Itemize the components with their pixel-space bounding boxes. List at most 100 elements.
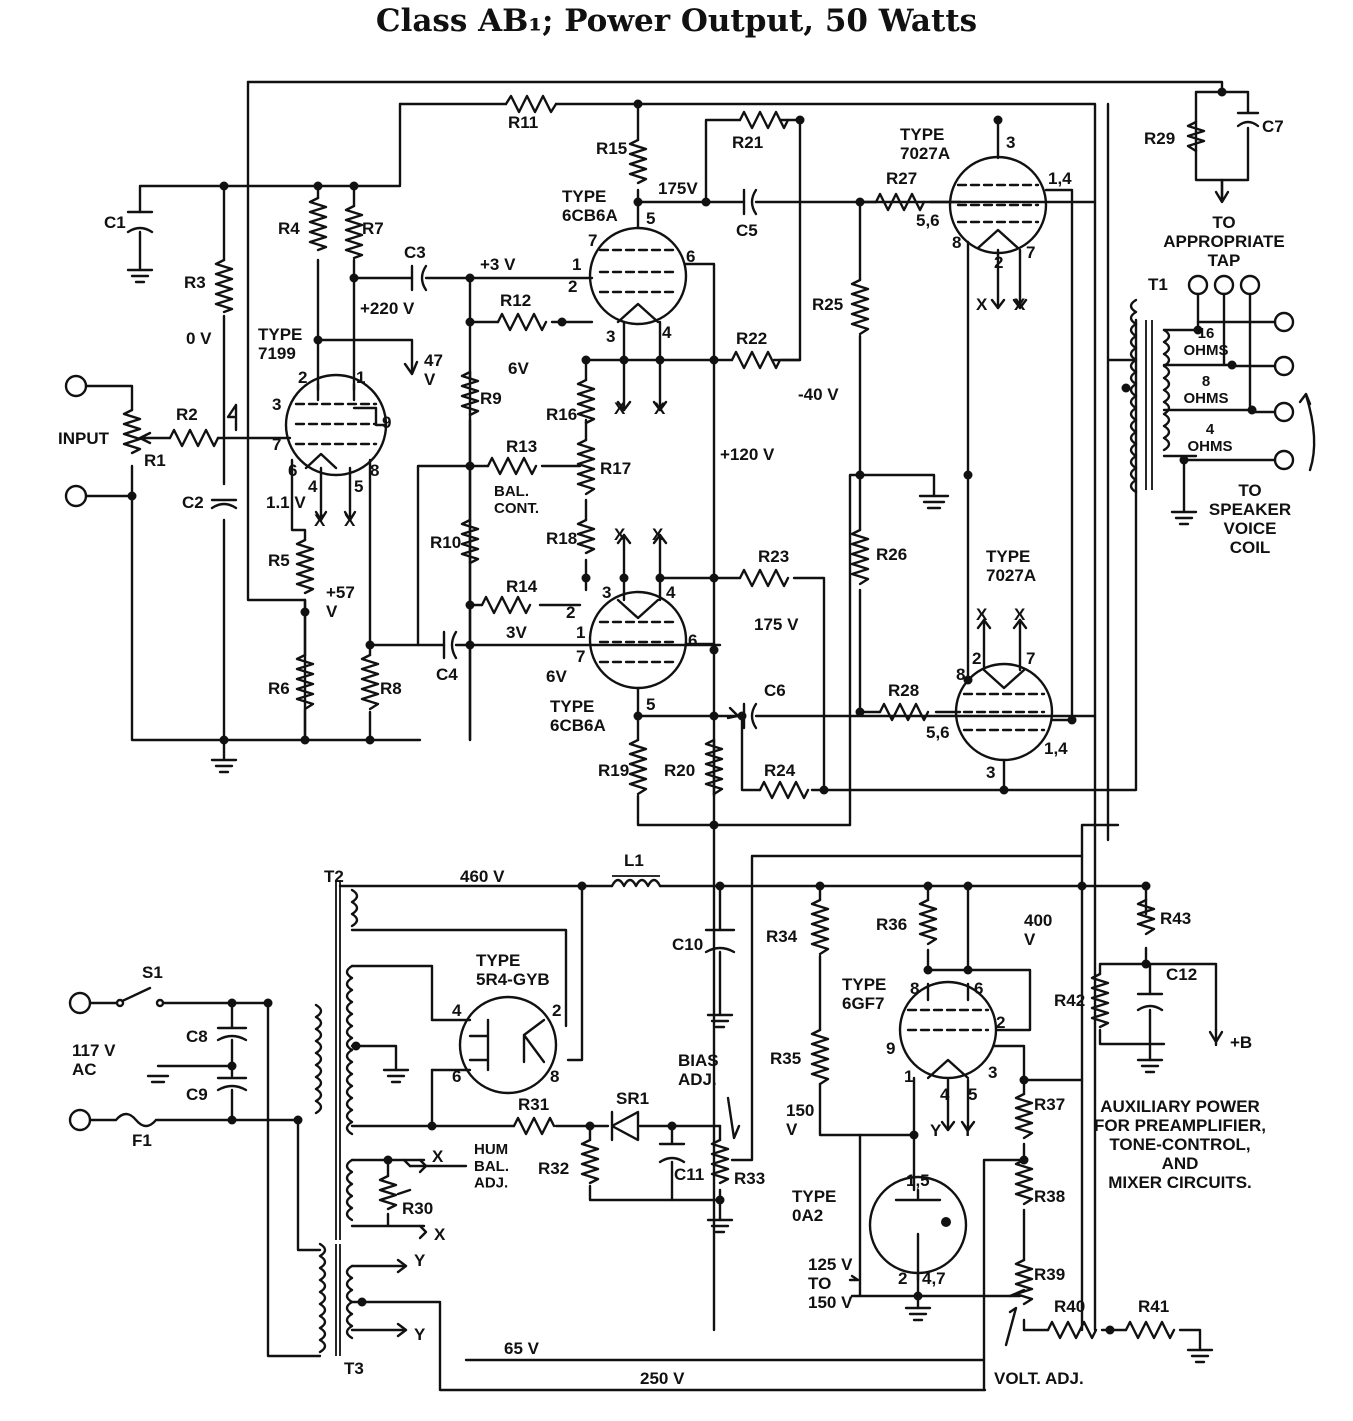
label-S1: S1 [142,963,163,982]
svg-text:2: 2 [298,368,307,387]
svg-text:7: 7 [576,647,585,666]
svg-text:X: X [314,511,326,530]
resistor-R32 [580,1138,600,1185]
label-R10: R10 [430,533,461,552]
label-R16: R16 [546,405,577,424]
resistor-R38 [1014,1158,1034,1206]
resistor-R25 [850,278,870,336]
voltage-3-bot: 3V [506,623,527,642]
svg-text:2: 2 [994,253,1003,272]
tap-terminal-3[interactable] [1239,274,1261,296]
svg-text:X: X [976,605,988,624]
svg-text:7: 7 [272,435,281,454]
voltage-0: 0 V [186,329,212,348]
speaker-terminal-16[interactable] [1273,311,1295,333]
resistor-R11 [504,94,558,114]
label-R40: R40 [1054,1297,1085,1316]
label-C6: C6 [764,681,786,700]
label-bal-cont: BAL.CONT. [494,483,539,517]
resistor-R4 [308,196,328,252]
transformer-T1 [1129,298,1138,494]
resistor-R39 [1014,1258,1034,1306]
svg-text:X: X [434,1225,446,1244]
label-R20: R20 [664,761,695,780]
label-C1: C1 [104,213,126,232]
svg-text:7: 7 [1026,243,1035,262]
label-R34: R34 [766,927,798,946]
svg-text:5,6: 5,6 [916,211,940,230]
label-R5: R5 [268,551,290,570]
label-R19: R19 [598,761,629,780]
label-R6: R6 [268,679,290,698]
speaker-terminal-4[interactable] [1273,401,1295,423]
voltage-250: 250 V [640,1369,685,1388]
label-R3: R3 [184,273,206,292]
resistor-R13 [486,456,538,476]
component-labels: C1 R3 R4 R7 C3 R2 R1 C2 R5 R6 R8 C4 R11 … [104,113,1284,1378]
tube-6CB6A-top [588,226,688,326]
input-terminal-bottom[interactable] [64,484,88,508]
svg-text:3: 3 [602,583,611,602]
label-C12: C12 [1166,965,1197,984]
ac-terminal-bottom[interactable] [68,1108,92,1132]
svg-text:2: 2 [898,1269,907,1288]
resistor-R30 [378,1174,398,1211]
label-R35: R35 [770,1049,801,1068]
svg-text:1: 1 [572,255,581,274]
svg-text:3: 3 [606,327,615,346]
svg-text:4: 4 [452,1001,462,1020]
page-title: Class AB₁; Power Output, 50 Watts [375,3,978,39]
speaker-terminal-8[interactable] [1273,355,1295,377]
resistor-R29 [1186,120,1206,153]
svg-text:3: 3 [1006,133,1015,152]
svg-text:Y: Y [414,1251,426,1270]
label-input: INPUT [58,429,110,448]
voltage-1-1: 1.1 V [266,493,306,512]
speaker-terminal-com[interactable] [1273,449,1295,471]
resistor-R5 [295,538,315,595]
svg-text:5: 5 [646,695,655,714]
label-C2: C2 [182,493,204,512]
tube-5R4-GYB [458,995,558,1095]
label-R11: R11 [508,113,538,132]
svg-text:1: 1 [576,623,585,642]
svg-text:6: 6 [452,1067,461,1086]
label-plus-b: +B [1230,1033,1252,1052]
label-R2: R2 [176,405,198,424]
svg-text:X: X [1014,295,1026,314]
label-R37: R37 [1034,1095,1065,1114]
svg-text:2: 2 [552,1001,561,1020]
svg-text:2: 2 [568,277,577,296]
input-terminal-top[interactable] [64,374,88,398]
svg-text:5: 5 [646,209,655,228]
tap-terminal-1[interactable] [1187,274,1209,296]
svg-text:9: 9 [886,1039,895,1058]
svg-text:8: 8 [910,979,919,998]
label-R32: R32 [538,1159,569,1178]
tap-terminal-2[interactable] [1213,274,1235,296]
svg-text:8: 8 [550,1067,559,1086]
label-C11: C11 [674,1165,704,1184]
label-L1: L1 [624,851,644,870]
label-R18: R18 [546,529,577,548]
ac-terminal-top[interactable] [68,991,92,1015]
resistor-R16 [576,378,596,425]
svg-text:7: 7 [588,231,597,250]
svg-text:4: 4 [666,583,676,602]
label-R9: R9 [480,389,502,408]
voltage-120: +120 V [720,445,775,464]
svg-text:3: 3 [988,1063,997,1082]
svg-text:5: 5 [968,1085,977,1104]
svg-text:1,5: 1,5 [906,1171,930,1190]
